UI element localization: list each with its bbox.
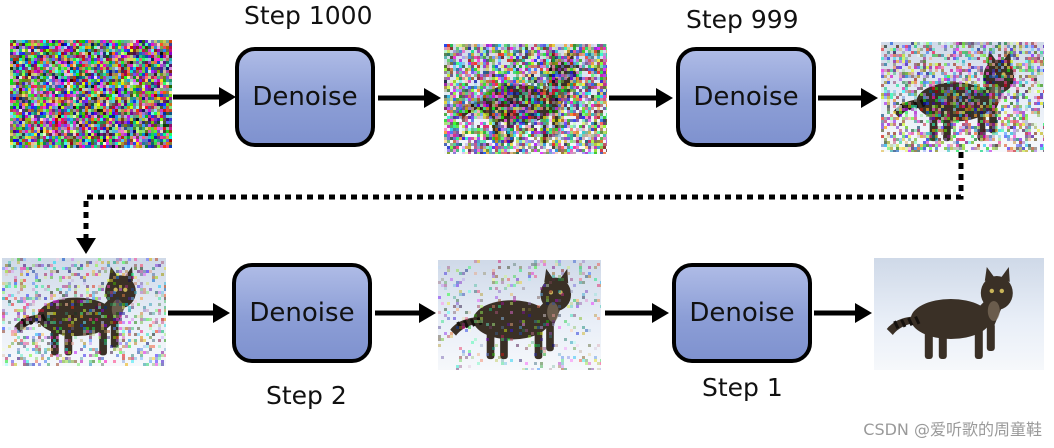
arrow-denoise-2-to-image xyxy=(375,303,436,323)
arrow-image-to-denoise-1 xyxy=(605,303,669,323)
watermark-text: CSDN @爱听歌的周童鞋 xyxy=(863,420,1042,439)
arrow-denoise-999-to-image xyxy=(818,88,878,108)
step-label-1: Step 1 xyxy=(702,373,783,402)
frame-graphic xyxy=(444,44,607,154)
frame-graphic xyxy=(881,42,1044,152)
arrow-image-to-denoise-999 xyxy=(609,88,673,108)
image-noisy-cat-step-3 xyxy=(2,258,166,366)
image-noisy-cat-step-1000 xyxy=(444,44,607,154)
frame-graphic xyxy=(438,260,601,370)
denoise-label: Denoise xyxy=(249,298,355,328)
arrow-noise-to-denoise-1000 xyxy=(173,87,236,107)
frame-graphic xyxy=(2,258,166,366)
denoise-box-step-2: Denoise xyxy=(232,263,372,363)
denoise-label: Denoise xyxy=(689,298,795,328)
image-noisy-cat-step-999 xyxy=(881,42,1044,152)
arrow-image-to-denoise-2 xyxy=(168,303,230,323)
dotted-connector-arrow xyxy=(76,152,964,254)
image-pure-noise xyxy=(10,40,172,148)
image-clean-cat xyxy=(874,258,1044,370)
noise-overlay xyxy=(881,42,1044,152)
step-label-1000: Step 1000 xyxy=(244,1,373,30)
arrow-denoise-1000-to-image xyxy=(378,88,441,108)
cat-silhouette xyxy=(450,268,572,360)
noise-overlay xyxy=(10,40,172,148)
cat-silhouette xyxy=(886,266,1013,359)
denoise-box-step-999: Denoise xyxy=(676,47,816,147)
frame-graphic xyxy=(10,40,172,148)
denoise-box-step-1000: Denoise xyxy=(235,47,375,147)
image-cat-step-2 xyxy=(438,260,601,370)
noise-overlay xyxy=(444,44,607,154)
step-label-999: Step 999 xyxy=(686,5,799,34)
denoise-box-step-1: Denoise xyxy=(672,263,812,363)
noise-overlay xyxy=(2,258,166,366)
frame-graphic xyxy=(874,258,1044,370)
arrow-denoise-1-to-image xyxy=(814,303,872,323)
denoise-label: Denoise xyxy=(693,82,799,112)
denoise-label: Denoise xyxy=(252,82,358,112)
noise-overlay xyxy=(438,260,601,370)
step-label-2: Step 2 xyxy=(266,381,347,410)
